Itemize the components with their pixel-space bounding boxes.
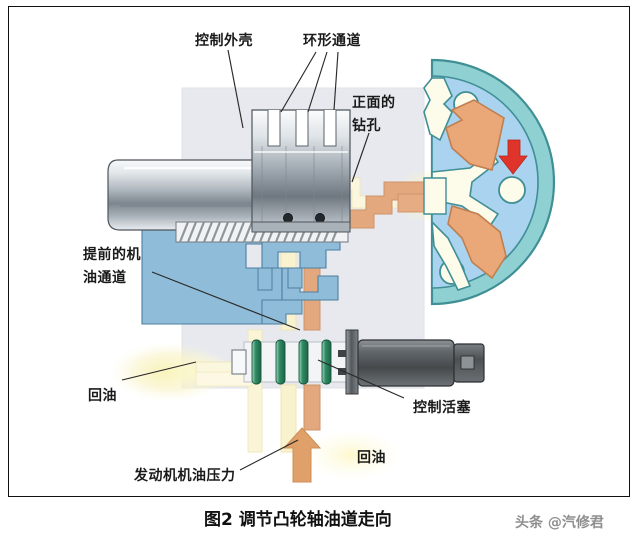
rotor-bolt-hole [498,176,526,204]
valve-mounting-plate [345,329,359,395]
rotation-direction-arrow [498,139,528,175]
label-control-housing: 控制外壳 [195,33,253,49]
label-oil-return-left: 回油 [88,388,117,404]
annular-groove-hub [251,109,351,233]
annular-grooves [267,110,337,147]
label-engine-oil-pressure: 发动机机油压力 [134,468,236,484]
seal-ring [282,212,293,223]
leader-annular-3 [333,51,339,111]
piston-end-cap [231,349,247,375]
leader-control-housing [227,49,244,129]
label-oil-return-right: 回油 [357,450,386,466]
label-advance-oil-line2: 油通道 [83,270,127,286]
engine-oil-pressure-arrow [282,427,322,483]
label-front-bore-line1: 正面的 [352,95,396,111]
label-advance-oil-line1: 提前的机 [83,247,141,263]
figure-caption: 图2 调节凸轮轴油道走向 [204,510,392,530]
rotor-pressure-vanes [445,99,507,280]
label-front-bore-line2: 钻孔 [352,118,381,134]
oil-return-glow-right [302,429,402,481]
leader-control-piston [317,359,405,399]
control-valve-assembly [231,329,485,395]
watermark: 头条 @汽修君 [515,515,604,531]
leader-annular-1 [280,51,317,113]
leader-front-bore [351,132,370,183]
label-control-piston: 控制活塞 [413,400,471,416]
piston-seal-lands [251,339,332,385]
rotor-advance-chambers [423,77,500,291]
leader-oil-pressure [239,439,299,471]
seal-ring [314,212,325,223]
leader-oil-return-left [121,361,197,381]
vane-phaser-rotor [423,58,556,306]
leader-lines [121,49,405,471]
leader-annular-2 [307,51,328,113]
label-annular-channel: 环形通道 [303,33,361,49]
leader-advance-oil [151,271,301,331]
